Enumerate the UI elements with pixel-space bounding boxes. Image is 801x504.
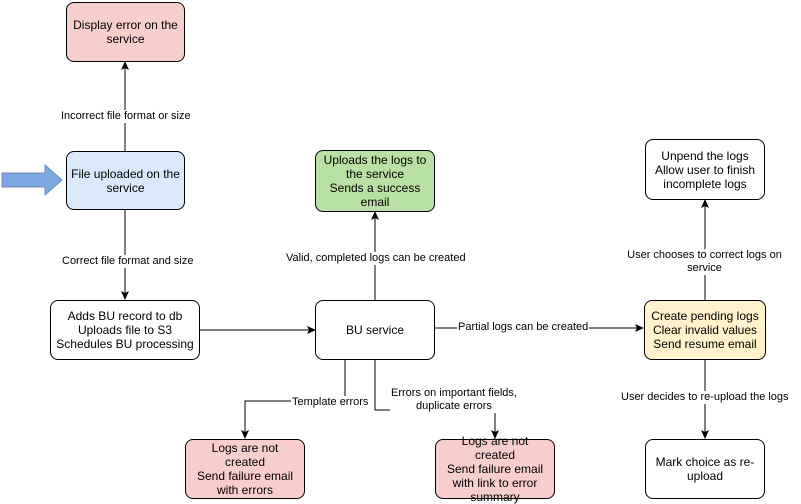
label-partial-logs: Partial logs can be created xyxy=(457,321,590,334)
node-unpend-logs: Unpend the logs Allow user to finish inc… xyxy=(645,139,765,200)
node-bu-service: BU service xyxy=(315,300,435,360)
node-logs-not-created-2-label: Logs are not created Send failure email … xyxy=(446,434,544,504)
node-uploads-logs: Uploads the logs to the service Sends a … xyxy=(315,150,435,212)
label-template-errors: Template errors xyxy=(291,396,370,409)
label-incorrect-format: Incorrect file format or size xyxy=(60,110,192,123)
node-unpend-logs-label: Unpend the logs Allow user to finish inc… xyxy=(654,148,756,191)
node-logs-not-created-1: Logs are not created Send failure email … xyxy=(185,439,305,499)
entry-arrow-icon xyxy=(1,163,63,197)
node-create-pending: Create pending logs Clear invalid values… xyxy=(644,300,766,360)
node-create-pending-label: Create pending logs Clear invalid values… xyxy=(651,309,759,351)
node-logs-not-created-2: Logs are not created Send failure email … xyxy=(435,434,555,504)
label-errors-important: Errors on important fields, duplicate er… xyxy=(390,387,518,413)
node-bu-service-label: BU service xyxy=(345,323,404,337)
node-mark-choice-label: Mark choice as re-upload xyxy=(655,455,755,483)
label-user-decides-reupload: User decides to re-upload the logs xyxy=(620,391,790,404)
node-file-uploaded: File uploaded on the service xyxy=(66,151,185,210)
node-display-error: Display error on the service xyxy=(66,2,185,62)
label-user-chooses-correct: User chooses to correct logs on service xyxy=(608,249,801,275)
node-adds-bu-label: Adds BU record to db Uploads file to S3 … xyxy=(56,309,194,351)
label-correct-format: Correct file format and size xyxy=(61,255,195,268)
node-mark-choice: Mark choice as re-upload xyxy=(645,439,765,499)
node-adds-bu: Adds BU record to db Uploads file to S3 … xyxy=(50,300,200,360)
node-display-error-label: Display error on the service xyxy=(73,18,178,46)
label-valid-completed: Valid, completed logs can be created xyxy=(285,252,467,265)
node-logs-not-created-1-label: Logs are not created Send failure email … xyxy=(196,441,294,497)
node-uploads-logs-label: Uploads the logs to the service Sends a … xyxy=(323,153,427,209)
node-file-uploaded-label: File uploaded on the service xyxy=(71,166,180,195)
